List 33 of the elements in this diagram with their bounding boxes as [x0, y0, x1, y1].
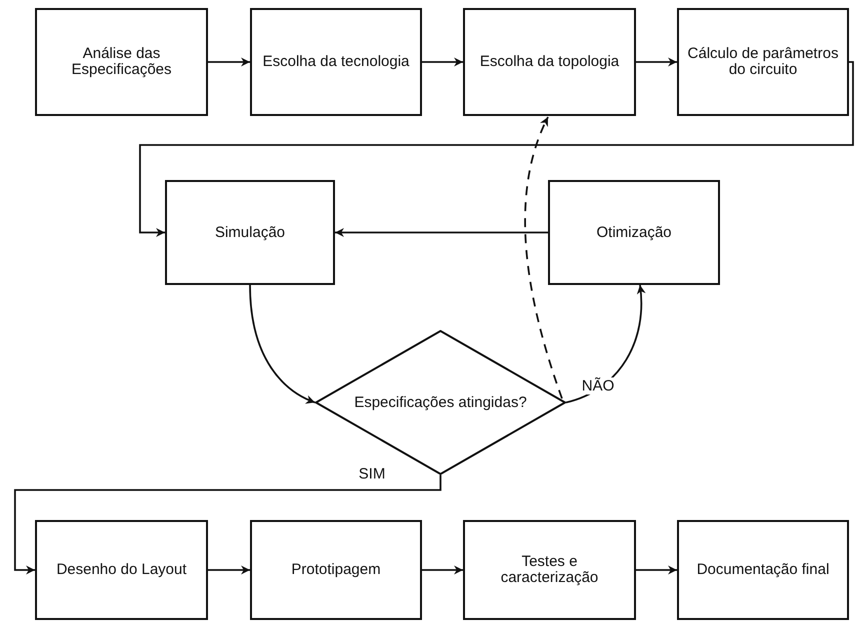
- node-text: Análise das Especificações: [70, 46, 173, 78]
- arrow: [636, 566, 677, 574]
- arrow: [249, 284, 316, 404]
- arrow: [14, 475, 442, 574]
- node-text: Simulação: [214, 224, 286, 240]
- process-box: [677, 520, 849, 620]
- arrow: [422, 58, 463, 66]
- process-box: [250, 520, 422, 620]
- node-text: Documentação final: [696, 562, 830, 578]
- node-text: Escolha da tecnologia: [262, 54, 410, 70]
- process-box: [250, 8, 422, 116]
- arrow: [422, 566, 463, 574]
- arrow: [335, 228, 548, 237]
- process-box: [548, 180, 720, 285]
- node-text: Escolha da topologia: [480, 54, 620, 70]
- node-text: Cálculo de parâmetros do circuito: [686, 46, 840, 78]
- process-box: [463, 520, 636, 620]
- process-box: [463, 8, 636, 116]
- process-box: [677, 8, 849, 116]
- node-text: Prototipagem: [291, 562, 381, 578]
- arrow: [636, 58, 677, 66]
- arrow: [139, 61, 854, 237]
- node-text: Testes e caracterização: [500, 554, 600, 586]
- edge-label: NÃO: [580, 378, 616, 394]
- arrow: [208, 58, 250, 66]
- node-text: Especificações atingidas?: [354, 394, 527, 410]
- dashed-arrow: [524, 116, 563, 399]
- arrow: [208, 566, 250, 574]
- node-text: Otimização: [596, 224, 672, 240]
- process-box: [35, 8, 208, 116]
- process-box: [165, 180, 335, 285]
- process-box: [35, 520, 208, 620]
- node-text: Desenho do Layout: [56, 562, 187, 578]
